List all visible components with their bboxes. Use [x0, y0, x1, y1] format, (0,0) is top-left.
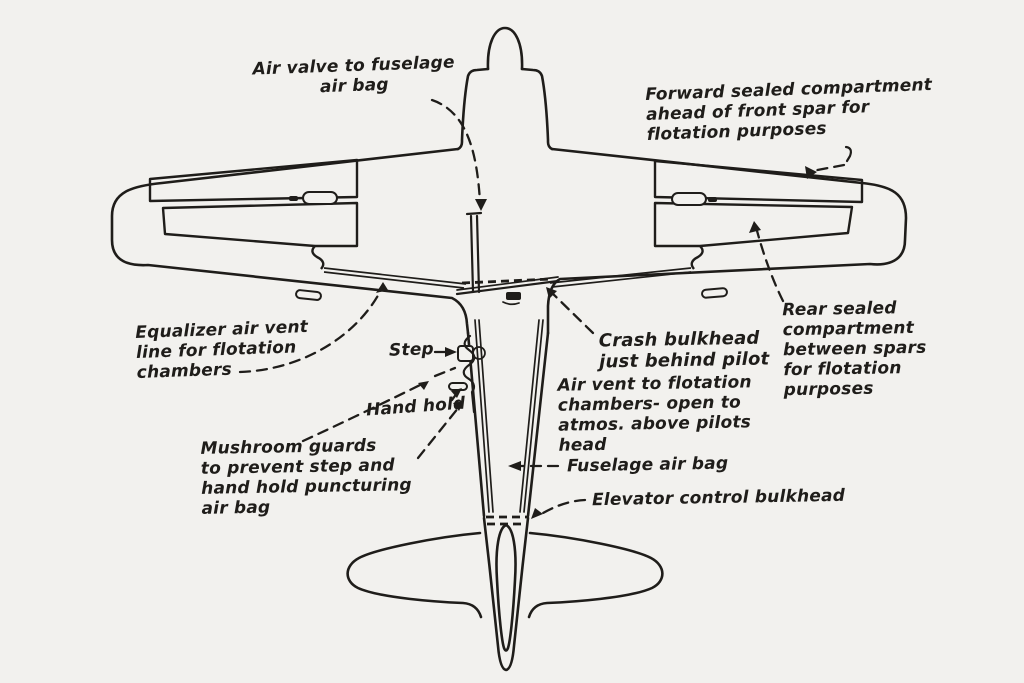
left-aileron-hinge — [295, 289, 322, 301]
label-rear-compartment: Rear sealed compartment between spars fo… — [782, 298, 927, 401]
leader-mushroom-2 — [416, 405, 461, 460]
spinner — [486, 26, 524, 71]
label-forward-compartment: Forward sealed compartment ahead of fron… — [645, 75, 933, 146]
label-step: Step — [388, 339, 435, 361]
left-forward-compartment — [148, 158, 359, 203]
label-air-vent: Air vent to flotation chambers- open to … — [557, 372, 752, 456]
fin — [495, 523, 517, 652]
hand-hold-fitting — [448, 382, 468, 391]
right-aileron-hinge — [701, 287, 728, 299]
leader-lines — [238, 98, 852, 515]
leader-air-valve — [430, 98, 482, 204]
tail-cone — [482, 516, 530, 672]
elevator-bulkhead-line — [486, 515, 527, 526]
leader-rear — [754, 225, 785, 303]
leader-mushroom-1 — [301, 381, 426, 443]
label-mushroom-guards: Mushroom guards to prevent step and hand… — [200, 435, 412, 519]
arrowheads — [376, 166, 817, 519]
label-equalizer-vent: Equalizer air vent line for flotation ch… — [135, 317, 309, 384]
air-vent-opening — [502, 292, 521, 306]
leader-crash — [548, 289, 595, 335]
leader-forward — [810, 163, 846, 173]
label-air-valve: Air valve to fuselage air bag — [252, 52, 456, 98]
step-and-handhold — [448, 334, 486, 414]
label-crash-bulkhead: Crash bulkhead just behind pilot — [598, 327, 770, 373]
fuselage-airbag-walls — [474, 319, 544, 513]
air-valve-pipe — [465, 211, 483, 294]
crash-bulkhead-line — [461, 277, 553, 285]
left-rear-compartment — [161, 201, 359, 248]
left-wing — [110, 147, 470, 335]
leader-equalizer — [238, 288, 383, 374]
right-forward-compartment — [653, 159, 864, 204]
left-stabilizer — [346, 531, 483, 619]
leader-elevator — [541, 498, 587, 515]
wing-fittings — [289, 191, 728, 301]
guard-wall — [462, 334, 476, 414]
right-stabilizer — [527, 531, 664, 619]
label-fuselage-air-bag: Fuselage air bag — [566, 453, 729, 477]
right-rear-compartment — [653, 201, 854, 248]
